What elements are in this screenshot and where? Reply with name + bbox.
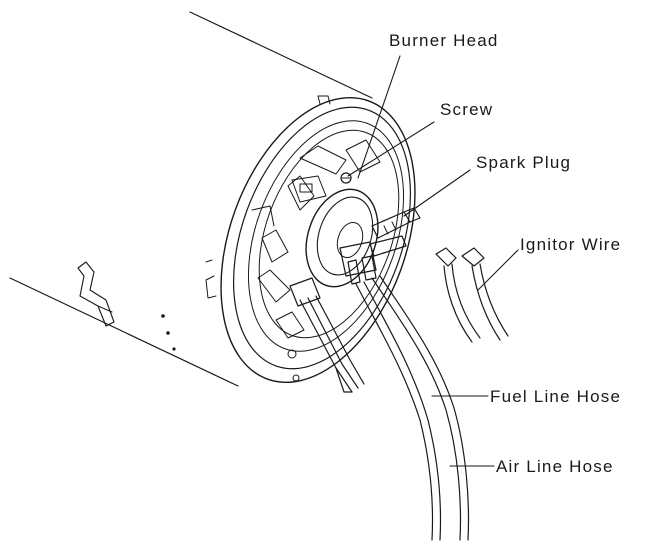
label-air-line-hose: Air Line Hose [496, 457, 614, 476]
air-line-tubes [299, 295, 365, 393]
nozzle-fittings [289, 241, 377, 307]
label-screw: Screw [440, 100, 493, 119]
spark-plug [369, 207, 421, 257]
label-fuel-line-hose: Fuel Line Hose [490, 387, 621, 406]
label-ignitor-wire: Ignitor Wire [520, 235, 621, 254]
screw [340, 172, 352, 184]
ignitor-wire [435, 247, 509, 343]
burner-head [251, 139, 381, 339]
heater-cylinder [9, 11, 373, 387]
fuel-line-hose [355, 281, 442, 541]
label-spark-plug: Spark Plug [476, 153, 571, 172]
air-line-hose [371, 275, 470, 541]
mounting-bracket [77, 261, 176, 351]
leader-lines [347, 55, 519, 467]
label-burner-head: Burner Head [389, 31, 499, 50]
